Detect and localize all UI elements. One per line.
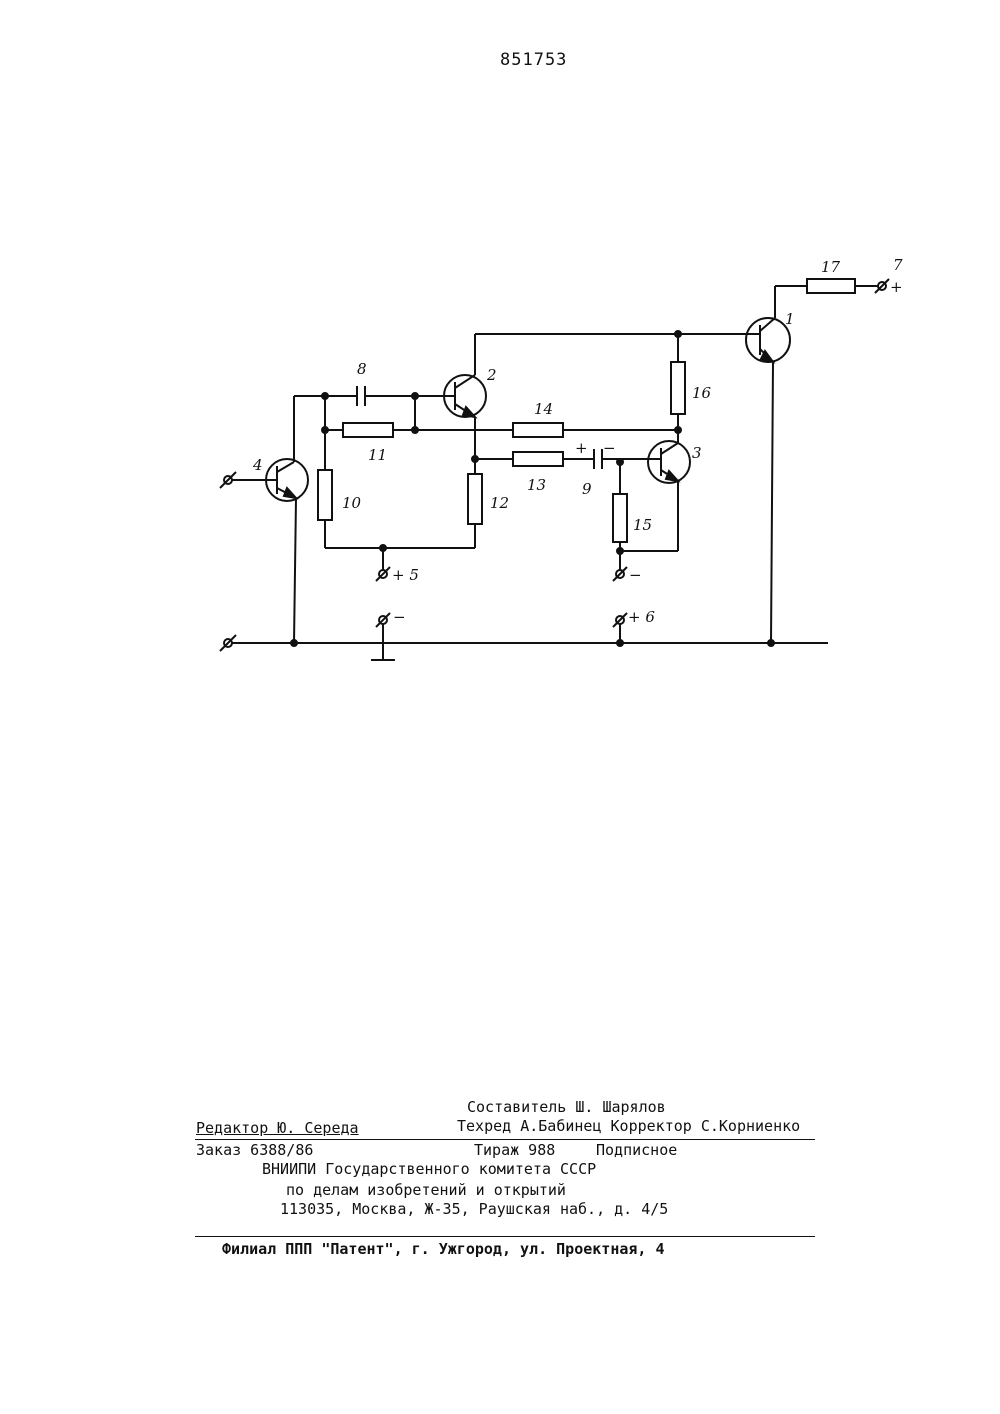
- label-resistor-11: 11: [368, 446, 387, 464]
- transistor-4: [220, 396, 308, 643]
- resistor-12: [468, 474, 482, 524]
- label-minus-ground: −: [393, 608, 406, 626]
- label-minus-c9: −: [603, 439, 616, 457]
- compiler-line: Составитель Ш. Шарялов: [467, 1098, 666, 1116]
- label-terminal-7: 7: [893, 256, 903, 274]
- label-resistor-12: 12: [490, 494, 509, 512]
- editor-line: Редактор Ю. Середа: [196, 1119, 359, 1137]
- label-terminal-5: + 5: [392, 566, 419, 584]
- label-transistor-3: 3: [692, 444, 702, 462]
- label-plus-c9: +: [575, 439, 588, 457]
- label-resistor-10: 10: [342, 494, 362, 512]
- label-minus-3: −: [629, 566, 642, 584]
- label-plus-7: +: [890, 278, 903, 296]
- capacitor-9: [594, 449, 602, 469]
- label-resistor-17: 17: [821, 258, 841, 276]
- transistor-1: [746, 286, 790, 643]
- label-resistor-14: 14: [534, 400, 553, 418]
- techred-corrector-line: Техред А.Бабинец Корректор С.Корниенко: [457, 1117, 800, 1135]
- label-resistor-15: 15: [633, 516, 652, 534]
- label-resistor-16: 16: [692, 384, 712, 402]
- label-resistor-13: 13: [527, 476, 546, 494]
- ground-bus: [220, 613, 828, 660]
- resistor-10: [318, 470, 332, 520]
- org-line-1: ВНИИПИ Государственного комитета СССР: [262, 1160, 596, 1178]
- branch-line: Филиал ППП "Патент", г. Ужгород, ул. Про…: [222, 1240, 665, 1258]
- label-capacitor-8: 8: [357, 360, 367, 378]
- address-line: 113035, Москва, Ж-35, Раушская наб., д. …: [280, 1200, 668, 1218]
- resistor-14: [513, 423, 563, 437]
- label-terminal-6: + 6: [628, 608, 655, 626]
- circuit-schematic: 1 2 3 4 8 9 10 11 12 13 14 15 16 17 + 5 …: [0, 0, 1000, 700]
- divider-top: [195, 1139, 815, 1140]
- divider-bottom: [195, 1236, 815, 1237]
- capacitor-8: [357, 386, 448, 406]
- label-capacitor-9: 9: [582, 480, 592, 498]
- subscription: Подписное: [596, 1141, 677, 1159]
- label-transistor-4: 4: [252, 456, 263, 474]
- label-transistor-1: 1: [785, 310, 795, 328]
- label-transistor-2: 2: [486, 366, 497, 384]
- order-number: Заказ 6388/86: [196, 1141, 313, 1159]
- resistor-16: [671, 362, 685, 414]
- transistor-3: [648, 441, 690, 551]
- resistor-11: [325, 423, 415, 437]
- resistor-15: [613, 494, 627, 542]
- resistor-13: [513, 452, 563, 466]
- resistor-17: [807, 279, 855, 293]
- circulation: Тираж 988: [474, 1141, 555, 1159]
- org-line-2: по делам изобретений и открытий: [286, 1181, 566, 1199]
- transistor-2: [444, 334, 486, 474]
